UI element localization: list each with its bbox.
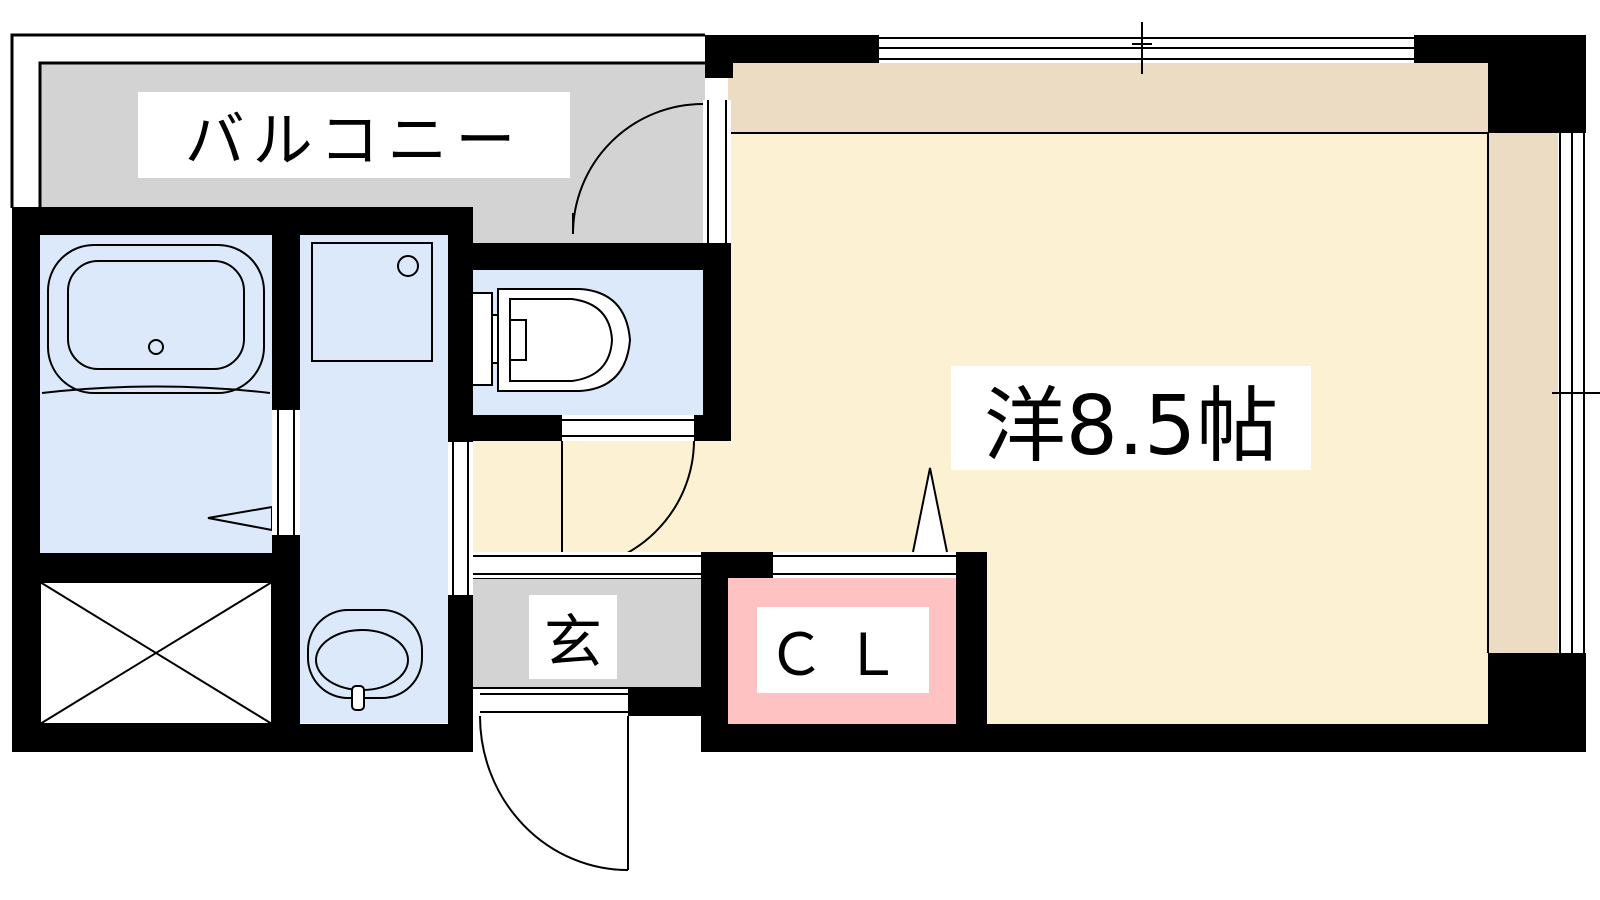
faucet-icon — [351, 685, 365, 711]
balcony-door — [572, 100, 731, 243]
balcony-label: バルコニー — [138, 92, 570, 178]
window-top — [879, 22, 1414, 74]
closet-door — [773, 467, 956, 578]
window-margin-right — [1488, 133, 1558, 653]
entrance-label: 玄 — [529, 595, 617, 679]
drain-icon — [148, 339, 164, 355]
washroom — [300, 235, 448, 723]
entrance-step-door — [473, 552, 701, 578]
bathtub-outer — [47, 244, 265, 394]
entrance-door — [479, 690, 629, 871]
bathroom — [40, 235, 273, 553]
closet-label: ＣＬ — [757, 607, 929, 693]
toilet-tank — [471, 292, 493, 386]
bath-door — [272, 410, 300, 535]
washer-space — [39, 581, 273, 725]
window-right — [1552, 133, 1600, 653]
room-label: 洋8.5帖 — [951, 366, 1311, 474]
washroom-door — [448, 442, 473, 595]
fridge-space — [311, 242, 433, 362]
toilet-door — [561, 415, 695, 571]
toilet-bowl — [497, 288, 632, 392]
washroom-floor — [300, 235, 448, 723]
bathtub-inner — [67, 260, 245, 370]
window-margin-top — [728, 63, 1488, 133]
toilet-room — [471, 270, 703, 415]
balcony-railing — [10, 33, 705, 208]
